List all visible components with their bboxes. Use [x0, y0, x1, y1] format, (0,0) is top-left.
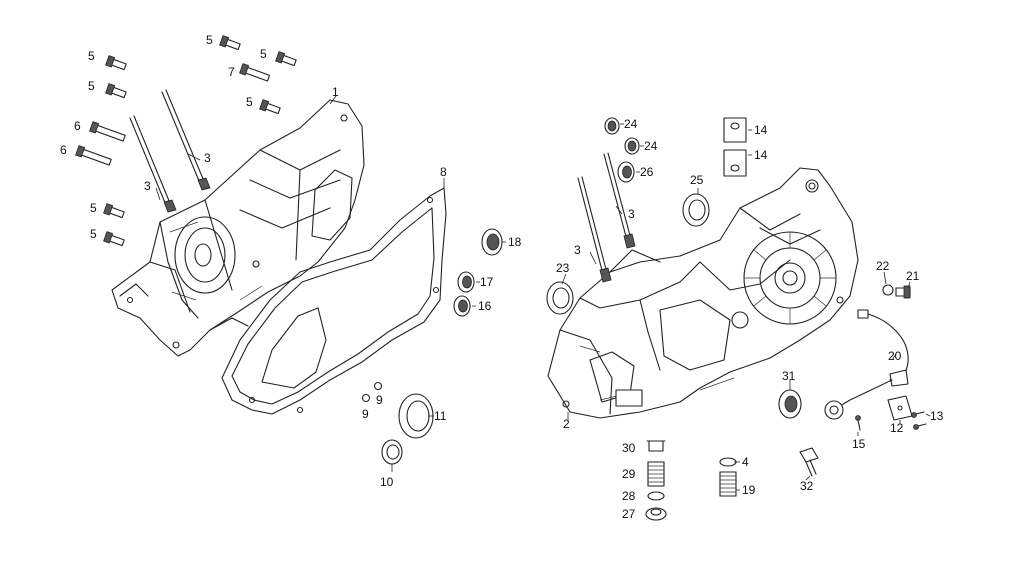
callout-9: 9 [362, 407, 369, 421]
callout-16: 16 [478, 299, 492, 313]
callout-5: 5 [90, 201, 97, 215]
callout-30: 30 [622, 441, 636, 455]
callout-29: 29 [622, 467, 636, 481]
stud-bolts-right [577, 152, 636, 283]
crankcase-gasket [221, 187, 447, 415]
leader-lines [155, 95, 931, 491]
callout-32: 32 [800, 479, 814, 493]
oil-strainer-plug [719, 457, 737, 497]
callout-4: 4 [742, 455, 749, 469]
callout-3: 3 [144, 179, 151, 193]
callout-31: 31 [782, 369, 796, 383]
callout-26: 26 [640, 165, 654, 179]
callout-12: 12 [890, 421, 904, 435]
right-crankcase-half [547, 167, 859, 419]
sensor-wire-assembly [824, 309, 909, 420]
callout-3: 3 [204, 151, 211, 165]
callout-15: 15 [852, 437, 866, 451]
bolts-left-group [75, 35, 297, 247]
callout-24: 24 [644, 139, 658, 153]
callout-6: 6 [60, 143, 67, 157]
bolt-32 [799, 447, 819, 477]
callout-23: 23 [556, 261, 570, 275]
callout-27: 27 [622, 507, 636, 521]
callout-22: 22 [876, 259, 890, 273]
callout-labels: 1 2 3 3 3 3 4 5 5 5 5 5 5 5 6 6 7 8 9 9 … [60, 33, 944, 521]
callout-6: 6 [74, 119, 81, 133]
callout-8: 8 [440, 165, 447, 179]
callout-14: 14 [754, 123, 768, 137]
callout-5: 5 [90, 227, 97, 241]
dowel-pins [361, 381, 383, 403]
callout-7: 7 [228, 65, 235, 79]
callout-5: 5 [246, 95, 253, 109]
oil-drain-parts [645, 440, 667, 521]
callout-14: 14 [754, 148, 768, 162]
callout-5: 5 [206, 33, 213, 47]
callout-25: 25 [690, 173, 704, 187]
callout-5: 5 [88, 49, 95, 63]
stud-bolts-left [129, 89, 211, 213]
callout-2: 2 [563, 417, 570, 431]
callout-20: 20 [888, 349, 902, 363]
seals-right [546, 117, 802, 419]
callout-1: 1 [332, 85, 339, 99]
bolts-21-22 [882, 284, 911, 299]
callout-10: 10 [380, 475, 394, 489]
callout-3: 3 [574, 243, 581, 257]
callout-11: 11 [434, 409, 447, 423]
callout-19: 19 [742, 483, 756, 497]
bearings-seals-left [381, 228, 503, 465]
left-crankcase-half [111, 99, 365, 357]
bracket-screws [855, 395, 927, 431]
callout-3: 3 [628, 207, 635, 221]
callout-21: 21 [906, 269, 920, 283]
callout-5: 5 [88, 79, 95, 93]
label-tags [723, 117, 747, 177]
callout-9: 9 [376, 393, 383, 407]
callout-18: 18 [508, 235, 522, 249]
callout-28: 28 [622, 489, 636, 503]
callout-13: 13 [930, 409, 944, 423]
callout-24: 24 [624, 117, 638, 131]
callout-17: 17 [480, 275, 494, 289]
callout-5: 5 [260, 47, 267, 61]
